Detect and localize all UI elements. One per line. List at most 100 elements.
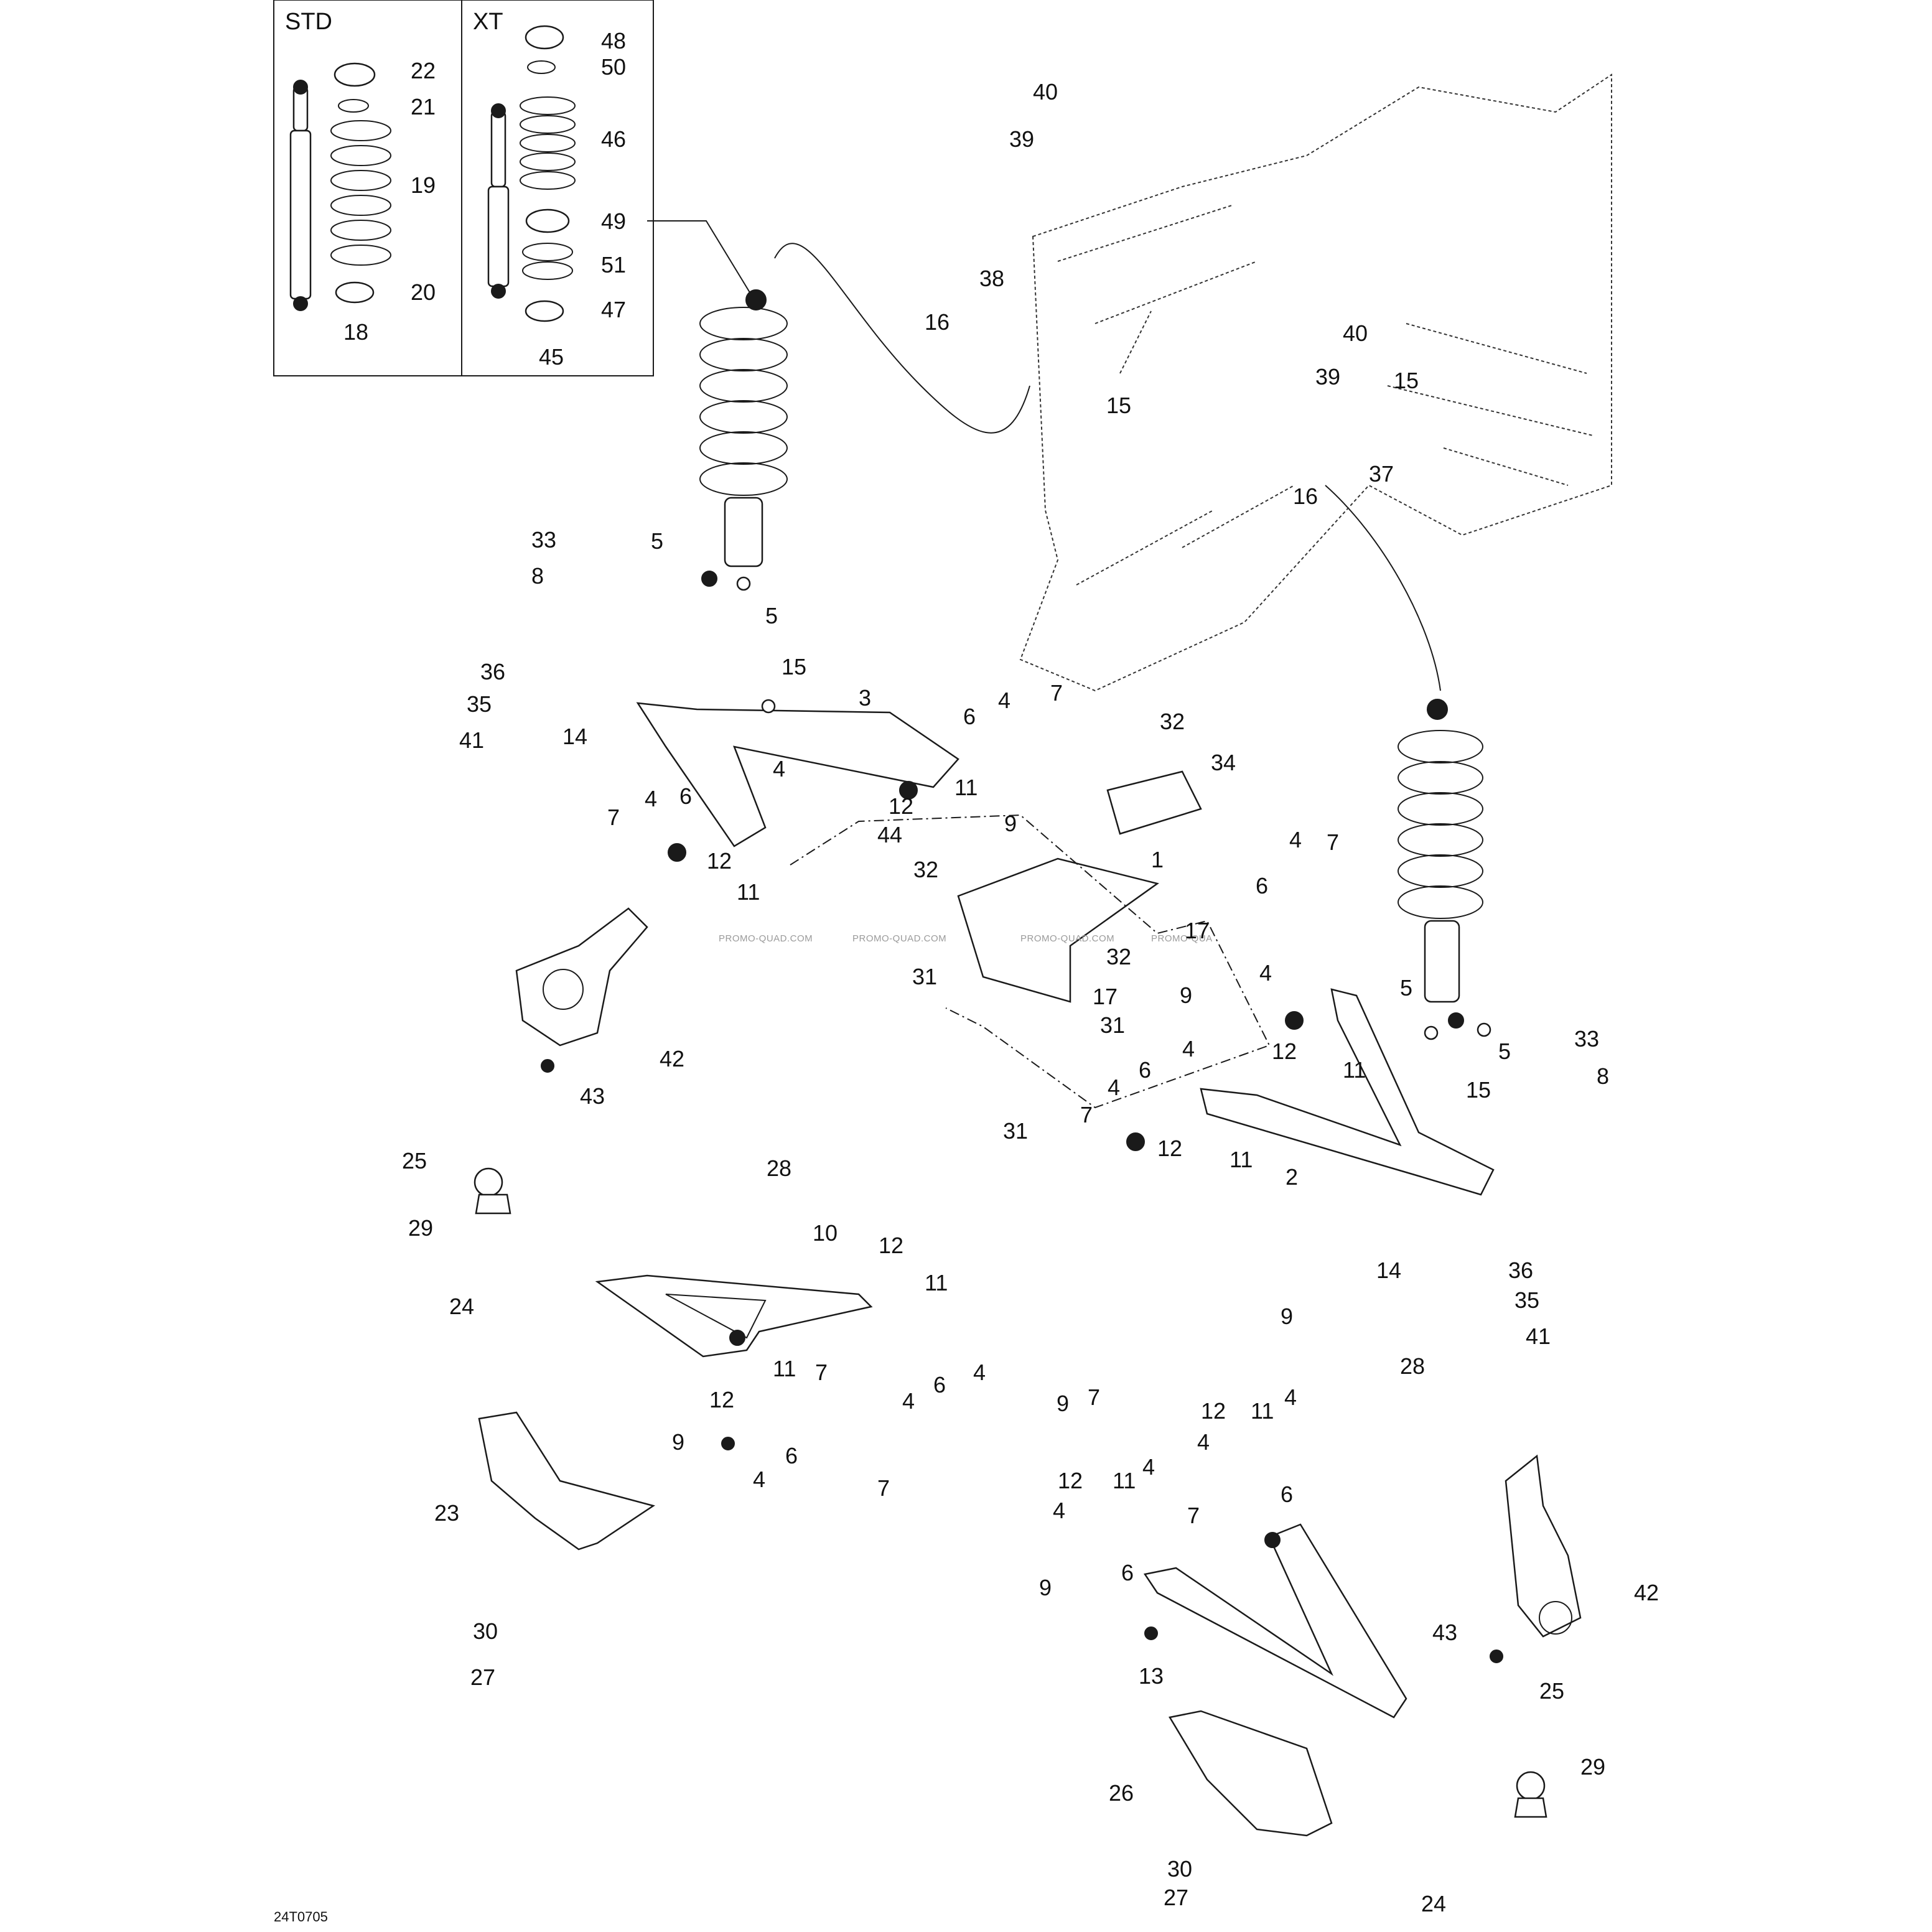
callout-1: 1 xyxy=(1151,847,1164,872)
callout-34: 34 xyxy=(1211,750,1236,775)
callout-33-b: 33 xyxy=(1574,1026,1600,1052)
callout-6-c: 6 xyxy=(1256,873,1269,898)
callout-4-f: 4 xyxy=(1182,1036,1195,1062)
callout-6-a: 6 xyxy=(963,704,976,729)
callout-31-c: 31 xyxy=(1003,1118,1029,1144)
callout-43-b: 43 xyxy=(1432,1620,1458,1645)
callout-7-g: 7 xyxy=(1088,1384,1101,1410)
callout-21: 21 xyxy=(411,94,436,119)
upper-a-arm-left xyxy=(636,699,959,862)
callout-7-f: 7 xyxy=(877,1475,890,1501)
callout-39-a: 39 xyxy=(1009,126,1035,152)
skid-plate-right xyxy=(1169,1710,1333,1837)
callout-12-g: 12 xyxy=(1201,1398,1226,1424)
callout-6-b: 6 xyxy=(679,783,693,809)
callout-35-a: 35 xyxy=(467,691,492,717)
callout-36-a: 36 xyxy=(480,659,506,684)
callout-6-e: 6 xyxy=(933,1372,946,1398)
callout-46: 46 xyxy=(601,126,627,152)
callout-5-d: 5 xyxy=(1498,1038,1511,1064)
callout-16-b: 16 xyxy=(1293,483,1318,509)
callout-8-b: 8 xyxy=(1597,1063,1610,1089)
callout-4-b: 4 xyxy=(773,756,786,782)
callout-24-b: 24 xyxy=(1421,1891,1447,1916)
callout-32-a: 32 xyxy=(1160,709,1185,734)
callout-12-e: 12 xyxy=(879,1233,904,1258)
callout-11-a: 11 xyxy=(954,775,978,800)
left-shock-assembly xyxy=(647,220,1030,591)
callout-29-b: 29 xyxy=(1580,1754,1606,1780)
callout-6-f: 6 xyxy=(785,1443,798,1468)
callout-7-b: 7 xyxy=(607,805,620,830)
callout-4-n: 4 xyxy=(1053,1498,1066,1523)
callout-11-e: 11 xyxy=(925,1270,948,1295)
callout-17-a: 17 xyxy=(1185,918,1210,943)
callout-9-c: 9 xyxy=(672,1429,685,1455)
watermark-1: PROMO-QUAD.COM xyxy=(719,933,813,944)
callout-12-c: 12 xyxy=(1272,1038,1297,1064)
callout-2: 2 xyxy=(1286,1164,1299,1190)
callout-24-a: 24 xyxy=(449,1294,475,1319)
callout-3: 3 xyxy=(859,685,872,711)
callout-4-h: 4 xyxy=(973,1360,986,1385)
callout-30-a: 30 xyxy=(473,1618,498,1644)
callout-4-e: 4 xyxy=(1259,960,1272,986)
callout-17-b: 17 xyxy=(1093,984,1118,1009)
callout-26: 26 xyxy=(1109,1780,1134,1806)
callout-9-b: 9 xyxy=(1180,982,1193,1008)
xt-label: XT xyxy=(473,9,503,35)
callout-28-a: 28 xyxy=(767,1155,792,1181)
callout-7-d: 7 xyxy=(1080,1102,1093,1127)
callout-15-b: 15 xyxy=(1394,368,1419,393)
right-shock-assembly xyxy=(1325,485,1491,1040)
callout-30-b: 30 xyxy=(1167,1856,1193,1882)
callout-16-a: 16 xyxy=(925,309,950,335)
vehicle-frame xyxy=(1019,73,1612,692)
skid-plate-left xyxy=(478,1411,655,1551)
callout-4-i: 4 xyxy=(902,1388,915,1414)
callout-20: 20 xyxy=(411,279,436,305)
callout-7-e: 7 xyxy=(815,1360,828,1385)
upper-a-arm-right xyxy=(1126,988,1495,1196)
callout-6-h: 6 xyxy=(1121,1560,1134,1585)
figure-reference: 24T0705 xyxy=(274,1909,328,1925)
callout-32-c: 32 xyxy=(1106,944,1132,969)
std-spring xyxy=(330,62,391,304)
callout-12-h: 12 xyxy=(1058,1468,1083,1493)
callout-9-f: 9 xyxy=(1039,1575,1052,1600)
callout-4-g: 4 xyxy=(1108,1075,1121,1100)
callout-5-c: 5 xyxy=(1400,975,1413,1001)
callout-9-a: 9 xyxy=(1004,811,1017,836)
callout-4-a: 4 xyxy=(998,688,1011,713)
callout-7-a: 7 xyxy=(1050,680,1063,706)
callout-22: 22 xyxy=(411,58,436,83)
callout-43-a: 43 xyxy=(580,1083,605,1109)
callout-14-a: 14 xyxy=(562,724,588,749)
callout-32-b: 32 xyxy=(913,857,939,882)
callout-41-b: 41 xyxy=(1526,1323,1551,1349)
callout-9-e: 9 xyxy=(1281,1304,1294,1329)
callout-40-b: 40 xyxy=(1343,320,1368,346)
callout-51: 51 xyxy=(601,252,627,278)
callout-47: 47 xyxy=(601,297,627,322)
callout-37: 37 xyxy=(1369,461,1394,487)
center-bracket xyxy=(790,770,1271,1109)
callout-11-c: 11 xyxy=(1343,1057,1366,1083)
callout-28-b: 28 xyxy=(1400,1353,1426,1379)
callout-11-d: 11 xyxy=(1230,1147,1253,1172)
callout-31-b: 31 xyxy=(1100,1012,1126,1038)
callout-12-b: 12 xyxy=(707,848,732,874)
callout-15-d: 15 xyxy=(1466,1077,1491,1103)
callout-4-j: 4 xyxy=(753,1467,766,1492)
callout-14-b: 14 xyxy=(1376,1258,1402,1283)
callout-25-b: 25 xyxy=(1539,1678,1565,1704)
ball-joint-right xyxy=(1514,1771,1547,1818)
callout-50: 50 xyxy=(601,54,627,80)
std-label: STD xyxy=(285,9,332,35)
callout-40-a: 40 xyxy=(1033,79,1058,105)
watermark-4: PROMO-QUA xyxy=(1151,933,1213,944)
callout-35-b: 35 xyxy=(1514,1287,1540,1313)
callout-41-a: 41 xyxy=(459,727,485,753)
callout-19: 19 xyxy=(411,172,436,198)
